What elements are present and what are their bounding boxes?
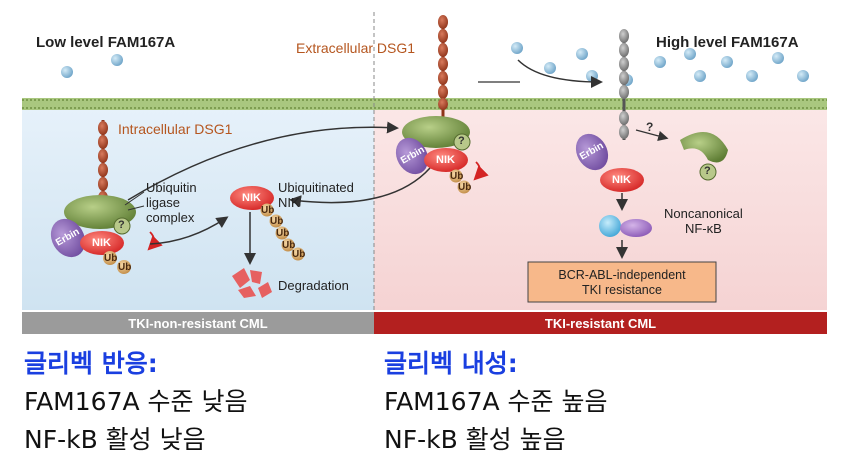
ligand-ball	[654, 56, 666, 68]
ub-label: Ub	[104, 253, 118, 264]
left-korean-line1: FAM167A 수준 낮음	[24, 387, 248, 416]
ligand-ball	[772, 52, 784, 64]
left-ubiquitin-complex	[50, 195, 163, 274]
red-curl-arrow	[473, 161, 489, 181]
ub-label: Ub	[270, 216, 284, 227]
ub-label: Ub	[292, 249, 306, 260]
ligand-ball	[721, 56, 733, 68]
erbin-shape	[575, 133, 609, 171]
ub-bead	[260, 203, 274, 217]
extracellular-dsg1-label: Extracellular DSG1	[296, 40, 416, 56]
nik-label-left: NIK	[92, 237, 111, 249]
ub-bead	[291, 247, 305, 261]
ligand-binding-arrow	[517, 59, 603, 88]
ub-label: Ub	[282, 240, 296, 251]
nik-shape	[230, 186, 274, 210]
ligand-ball	[684, 48, 696, 60]
left-korean-title: 글리벡 반응:	[24, 349, 158, 378]
ub-label: Ub	[276, 228, 290, 239]
ubiquitinated-nik-label: Ubiquitinated NIK	[278, 180, 354, 210]
ligand-ball	[586, 70, 598, 82]
nik-shape	[424, 148, 468, 172]
question-shape	[453, 133, 471, 151]
left-bar-label: TKI-non-resistant CML	[128, 316, 268, 331]
center-complex	[395, 116, 489, 194]
ligand-ball	[797, 70, 809, 82]
nik-label-right: NIK	[612, 174, 631, 186]
question-label-center: ?	[458, 135, 465, 147]
ub-label: Ub	[450, 171, 464, 182]
ligand-ball	[544, 62, 556, 74]
right-korean-line2: NF-kB 활성 높음	[384, 425, 566, 454]
right-receptor-chain	[619, 29, 629, 140]
noncanonical-nfkb-label: Noncanonical NF-κB	[664, 206, 743, 236]
ubiquitination-arrow	[149, 216, 229, 245]
low-level-title: Low level FAM167A	[36, 34, 176, 51]
question-label-right: ?	[704, 165, 711, 177]
nfkb-subunit	[599, 215, 621, 237]
right-korean-line1: FAM167A 수준 높음	[384, 387, 608, 416]
nik-label-center: NIK	[436, 154, 455, 166]
dsg1-translocation-arrow	[127, 121, 399, 201]
degradation-label: Degradation	[278, 278, 349, 293]
degraded-fragments	[232, 268, 272, 298]
nik-label-middle: NIK	[242, 192, 261, 204]
right-bar-label: TKI-resistant CML	[544, 316, 657, 331]
question-label-arrow: ?	[646, 120, 654, 134]
nik-shape	[600, 168, 644, 192]
ligand-ball	[511, 42, 523, 54]
extracellular-dsg1-chain	[438, 15, 448, 128]
detached-ligase-complex	[680, 132, 728, 163]
right-bottom-bar	[374, 312, 827, 334]
left-bottom-bar	[22, 312, 374, 334]
ligand-ball	[61, 66, 73, 78]
intracellular-dsg1-label: Intracellular DSG1	[118, 121, 233, 137]
question-arrow	[635, 129, 669, 142]
erbin-shape	[50, 218, 86, 258]
ub-bead	[281, 238, 295, 252]
release-arrow	[289, 167, 431, 208]
ligand-ball	[576, 48, 588, 60]
ub-bead	[269, 214, 283, 228]
cell-membrane	[22, 98, 827, 110]
ub-bead	[275, 226, 289, 240]
left-korean-line2: NF-kB 활성 낮음	[24, 425, 206, 454]
complex-pointer	[127, 205, 145, 211]
ub-label: Ub	[118, 262, 132, 273]
ub-bead	[449, 169, 463, 183]
nfkb-subunit	[620, 219, 652, 237]
red-curl-arrow	[147, 231, 163, 251]
ub-label: Ub	[261, 205, 275, 216]
nik-shape	[80, 231, 124, 255]
ligand-ball	[746, 70, 758, 82]
ub-bead	[117, 260, 131, 274]
question-shape	[113, 217, 131, 235]
question-shape	[699, 163, 717, 181]
erbin-shape	[395, 137, 429, 175]
ub-bead	[457, 180, 471, 194]
resistance-box-label: BCR-ABL-independent TKI resistance	[558, 268, 686, 297]
ub-label: Ub	[458, 182, 472, 193]
ubiquitin-complex-label: Ubiquitin ligase complex	[146, 180, 197, 225]
ligand-ball	[111, 54, 123, 66]
resistance-box	[527, 261, 717, 303]
ub-bead	[103, 251, 117, 265]
right-korean-title: 글리벡 내성:	[384, 349, 518, 378]
high-level-title: High level FAM167A	[656, 34, 799, 51]
question-label-left: ?	[118, 219, 125, 231]
ligand-ball	[694, 70, 706, 82]
ligase-complex-shape	[402, 116, 470, 148]
ubiquitinated-nik	[230, 186, 305, 261]
complex-pointer	[124, 191, 145, 206]
